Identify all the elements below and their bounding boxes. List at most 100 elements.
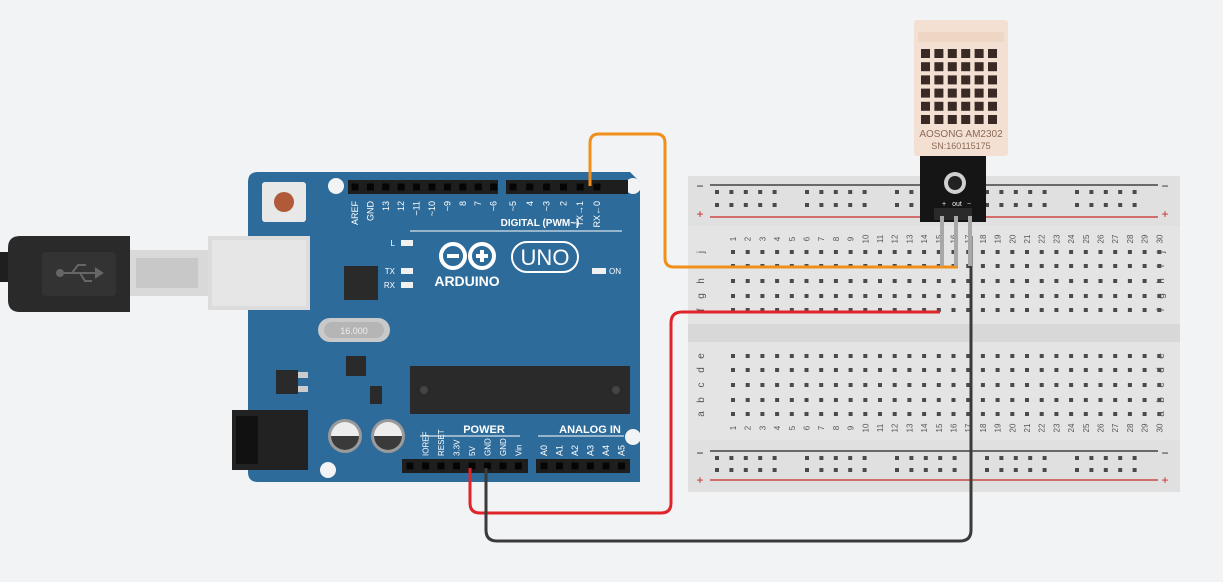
- rail-hole[interactable]: [772, 468, 777, 472]
- breadboard-hole[interactable]: [1098, 398, 1103, 402]
- digital-pin[interactable]: [366, 183, 374, 191]
- breadboard-hole[interactable]: [907, 412, 912, 416]
- rail-hole[interactable]: [729, 190, 734, 194]
- rail-hole[interactable]: [805, 203, 809, 207]
- breadboard-hole[interactable]: [1098, 412, 1103, 416]
- breadboard-hole[interactable]: [789, 354, 794, 358]
- breadboard-hole[interactable]: [833, 398, 838, 402]
- breadboard-hole[interactable]: [1157, 398, 1162, 402]
- rail-hole[interactable]: [715, 468, 719, 472]
- breadboard-hole[interactable]: [1083, 279, 1088, 283]
- breadboard-hole[interactable]: [731, 279, 735, 283]
- breadboard-hole[interactable]: [1039, 398, 1044, 402]
- breadboard-hole[interactable]: [1054, 250, 1059, 254]
- rail-hole[interactable]: [909, 203, 914, 207]
- breadboard-hole[interactable]: [892, 308, 897, 312]
- rail-hole[interactable]: [1075, 468, 1079, 472]
- breadboard-hole[interactable]: [745, 308, 750, 312]
- breadboard-hole[interactable]: [789, 383, 794, 387]
- rail-hole[interactable]: [758, 190, 763, 194]
- breadboard-hole[interactable]: [775, 250, 780, 254]
- breadboard-hole[interactable]: [980, 412, 985, 416]
- dht22-sensor[interactable]: + out − AOSONG AM2302 SN:160115175: [914, 20, 1008, 266]
- rail-hole[interactable]: [743, 190, 748, 194]
- breadboard-hole[interactable]: [819, 398, 824, 402]
- breadboard-hole[interactable]: [1098, 294, 1103, 298]
- breadboard-hole[interactable]: [760, 294, 765, 298]
- breadboard-hole[interactable]: [1098, 354, 1103, 358]
- rail-hole[interactable]: [1103, 203, 1108, 207]
- breadboard-hole[interactable]: [966, 294, 971, 298]
- breadboard-hole[interactable]: [1127, 294, 1132, 298]
- breadboard-hole[interactable]: [1098, 264, 1103, 268]
- rail-hole[interactable]: [895, 203, 899, 207]
- breadboard-hole[interactable]: [804, 383, 809, 387]
- rail-hole[interactable]: [909, 456, 914, 460]
- breadboard-hole[interactable]: [951, 250, 956, 254]
- breadboard-hole[interactable]: [1157, 354, 1162, 358]
- rail-hole[interactable]: [833, 190, 838, 194]
- rail-hole[interactable]: [909, 190, 914, 194]
- breadboard-hole[interactable]: [980, 368, 985, 372]
- digital-pin[interactable]: [413, 183, 421, 191]
- breadboard-hole[interactable]: [848, 383, 853, 387]
- rail-hole[interactable]: [1075, 203, 1079, 207]
- breadboard-hole[interactable]: [1127, 354, 1132, 358]
- rail-hole[interactable]: [985, 468, 989, 472]
- breadboard-hole[interactable]: [892, 383, 897, 387]
- rail-hole[interactable]: [923, 456, 928, 460]
- breadboard-hole[interactable]: [1098, 250, 1103, 254]
- breadboard-hole[interactable]: [936, 368, 941, 372]
- breadboard-hole[interactable]: [1025, 383, 1029, 387]
- breadboard-hole[interactable]: [951, 383, 956, 387]
- breadboard-hole[interactable]: [775, 368, 780, 372]
- breadboard-hole[interactable]: [1142, 279, 1147, 283]
- breadboard-hole[interactable]: [819, 354, 824, 358]
- breadboard-hole[interactable]: [1039, 294, 1044, 298]
- breadboard-hole[interactable]: [1010, 354, 1015, 358]
- rail-hole[interactable]: [833, 456, 838, 460]
- rail-hole[interactable]: [952, 456, 957, 460]
- digital-pin[interactable]: [490, 183, 498, 191]
- rail-hole[interactable]: [952, 468, 957, 472]
- breadboard-hole[interactable]: [848, 294, 853, 298]
- breadboard-hole[interactable]: [907, 294, 912, 298]
- breadboard-hole[interactable]: [995, 308, 1000, 312]
- rail-hole[interactable]: [895, 190, 899, 194]
- breadboard-hole[interactable]: [1113, 264, 1118, 268]
- analog-pin-header[interactable]: [536, 459, 630, 473]
- breadboard-hole[interactable]: [907, 354, 912, 358]
- breadboard-hole[interactable]: [1083, 412, 1088, 416]
- breadboard-hole[interactable]: [878, 368, 882, 372]
- breadboard-hole[interactable]: [892, 279, 897, 283]
- breadboard-hole[interactable]: [1039, 279, 1044, 283]
- breadboard-hole[interactable]: [936, 383, 941, 387]
- breadboard-hole[interactable]: [863, 250, 868, 254]
- breadboard-hole[interactable]: [1127, 308, 1132, 312]
- rail-hole[interactable]: [923, 468, 928, 472]
- breadboard-hole[interactable]: [892, 398, 897, 402]
- breadboard-hole[interactable]: [1142, 308, 1147, 312]
- rail-hole[interactable]: [805, 190, 809, 194]
- rail-hole[interactable]: [819, 190, 824, 194]
- breadboard-hole[interactable]: [892, 354, 897, 358]
- breadboard-hole[interactable]: [804, 368, 809, 372]
- breadboard-hole[interactable]: [1098, 279, 1103, 283]
- breadboard-hole[interactable]: [1010, 383, 1015, 387]
- rail-hole[interactable]: [1013, 203, 1018, 207]
- breadboard-hole[interactable]: [951, 354, 956, 358]
- breadboard-hole[interactable]: [1113, 383, 1118, 387]
- breadboard-hole[interactable]: [848, 368, 853, 372]
- breadboard-hole[interactable]: [833, 279, 838, 283]
- breadboard-hole[interactable]: [1069, 294, 1074, 298]
- breadboard-hole[interactable]: [1039, 264, 1044, 268]
- breadboard-hole[interactable]: [1083, 308, 1088, 312]
- breadboard-hole[interactable]: [1113, 308, 1118, 312]
- breadboard-hole[interactable]: [966, 412, 971, 416]
- breadboard-hole[interactable]: [804, 250, 809, 254]
- breadboard-hole[interactable]: [789, 279, 794, 283]
- rail-hole[interactable]: [1075, 456, 1079, 460]
- breadboard-hole[interactable]: [833, 354, 838, 358]
- breadboard-hole[interactable]: [1025, 412, 1029, 416]
- breadboard-hole[interactable]: [863, 383, 868, 387]
